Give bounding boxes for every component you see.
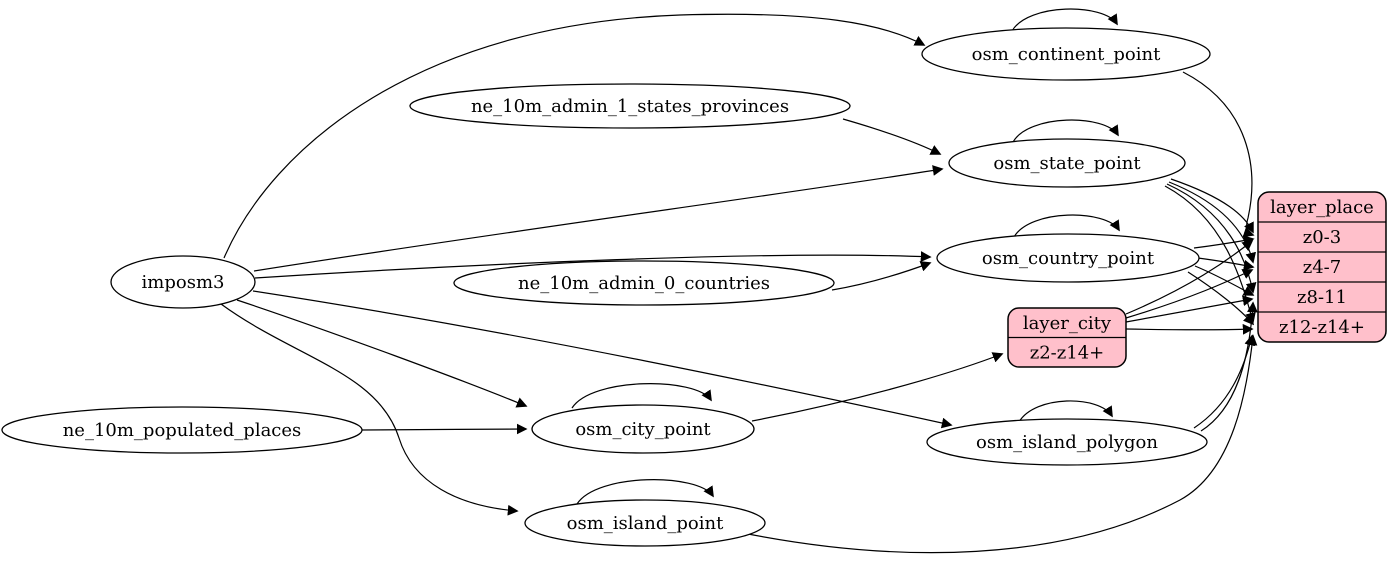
osm_city_point-ellipse (531, 404, 755, 454)
node-osm_state_point: osm_state_point (948, 138, 1186, 188)
node-osm_island_point: osm_island_point (524, 499, 766, 547)
nodes-layer: imposm3 ne_10m_admin_1_states_provincesne… (1, 27, 1387, 547)
edge-osm_state_point-to-layer_place-z8-11 (1166, 183, 1257, 294)
node-ne_10m_populated_places: ne_10m_populated_places (1, 406, 363, 454)
osm_island_point-label: osm_island_point (567, 513, 724, 534)
edge-osm_country_point-to-layer_place-z4-7 (1197, 257, 1255, 271)
edge-layer_city-to-layer_place-z0-3 (1125, 239, 1254, 315)
edge-imposm3-to-osm_island_point (220, 303, 519, 516)
osm_country_point-label: osm_country_point (982, 248, 1155, 269)
self-loop-osm_continent_point (1011, 8, 1118, 32)
self-loop-osm_city_point (571, 383, 712, 409)
osm_continent_point-ellipse (921, 27, 1211, 81)
edge-layer_city-to-layer_place-z8-11 (1125, 295, 1254, 323)
ne_10m_admin_0_countries-label: ne_10m_admin_0_countries (518, 273, 770, 294)
osm_island_polygon-ellipse (926, 418, 1208, 466)
imposm3-label: imposm3 (142, 272, 225, 293)
edge-imposm3-to-osm_country_point (254, 251, 932, 279)
self-loop-osm_island_point (576, 479, 714, 505)
edge-ne_10m_populated_places-to-osm_city_point (361, 423, 528, 435)
ne_10m_admin_0_countries-ellipse (453, 260, 835, 306)
osm_city_point-label: osm_city_point (575, 419, 711, 440)
node-osm_continent_point: osm_continent_point (921, 27, 1211, 81)
osm_country_point-ellipse (936, 233, 1200, 283)
edge-osm_country_point-to-layer_place-z12-z14+ (1187, 271, 1255, 326)
node-ne_10m_admin_0_countries: ne_10m_admin_0_countries (453, 260, 835, 306)
layer_place-box (1257, 191, 1387, 343)
edge-osm_state_point-to-layer_place-z4-7 (1168, 181, 1257, 264)
layer_place-row-z12-z14+: z12-z14+ (1279, 317, 1365, 338)
edge-ne_10m_admin_0_countries-to-osm_country_point (831, 261, 932, 291)
layer_place-row-z0-3: z0-3 (1303, 227, 1341, 248)
node-osm_island_polygon: osm_island_polygon (926, 418, 1208, 466)
self-loop-osm_island_polygon (1018, 400, 1113, 423)
edge-osm_island_polygon-to-layer_place-z8-11 (1200, 301, 1258, 432)
node-ne_10m_admin_1_states_provinces: ne_10m_admin_1_states_provinces (409, 83, 851, 129)
edge-osm_island_point-to-layer_place-z12-z14+ (742, 334, 1258, 554)
osm_state_point-ellipse (948, 138, 1186, 188)
edge-osm_continent_point-to-layer_place-z0-3 (1182, 71, 1255, 238)
imposm3-ellipse (110, 255, 256, 309)
node-osm_city_point: osm_city_point (531, 404, 755, 454)
ne_10m_admin_1_states_provinces-ellipse (409, 83, 851, 129)
edge-imposm3-to-osm_island_polygon (252, 290, 953, 429)
ne_10m_populated_places-label: ne_10m_populated_places (63, 420, 302, 441)
self-loop-osm_country_point (1013, 214, 1120, 238)
layer_place-header: layer_place (1270, 197, 1374, 218)
edge-ne_10m_admin_1_states_provinces-to-osm_state_point (842, 118, 942, 155)
node-layer_place: layer_place z0-3 z4-7 z8-11 z12-z14+ (1257, 191, 1387, 343)
edges-layer (220, 8, 1258, 554)
node-osm_country_point: osm_country_point (936, 233, 1200, 283)
edge-osm_country_point-to-layer_place-z0-3 (1193, 235, 1255, 249)
osm_continent_point-label: osm_continent_point (972, 44, 1161, 65)
edge-osm_island_polygon-to-layer_place-z12-z14+ (1193, 334, 1256, 429)
edge-osm_city_point-to-layer_city-z2-z14+ (751, 352, 1004, 422)
edge-imposm3-to-osm_state_point (253, 165, 944, 272)
node-imposm3: imposm3 (110, 255, 256, 309)
ne_10m_admin_1_states_provinces-label: ne_10m_admin_1_states_provinces (471, 96, 789, 117)
edge-imposm3-to-osm_continent_point (223, 13, 926, 259)
layer_place-row-z8-11: z8-11 (1297, 287, 1347, 308)
layer_city-row-z2-z14+: z2-z14+ (1030, 342, 1105, 363)
osm_island_point-ellipse (524, 499, 766, 547)
osm_state_point-label: osm_state_point (993, 153, 1141, 174)
edge-osm_state_point-to-layer_place-z0-3 (1170, 178, 1254, 234)
edge-imposm3-to-osm_city_point (236, 299, 528, 408)
edge-layer_city-to-layer_place-z12-z14+ (1125, 323, 1254, 335)
edge-layer_city-to-layer_place-z4-7 (1125, 269, 1254, 319)
layer_city-header: layer_city (1023, 313, 1112, 334)
ne_10m_populated_places-ellipse (1, 406, 363, 454)
self-loop-osm_state_point (1012, 119, 1119, 143)
layer_place-row-z4-7: z4-7 (1303, 257, 1341, 278)
node-layer_city: layer_city z2-z14+ (1007, 307, 1127, 368)
osm_island_polygon-label: osm_island_polygon (976, 432, 1158, 453)
